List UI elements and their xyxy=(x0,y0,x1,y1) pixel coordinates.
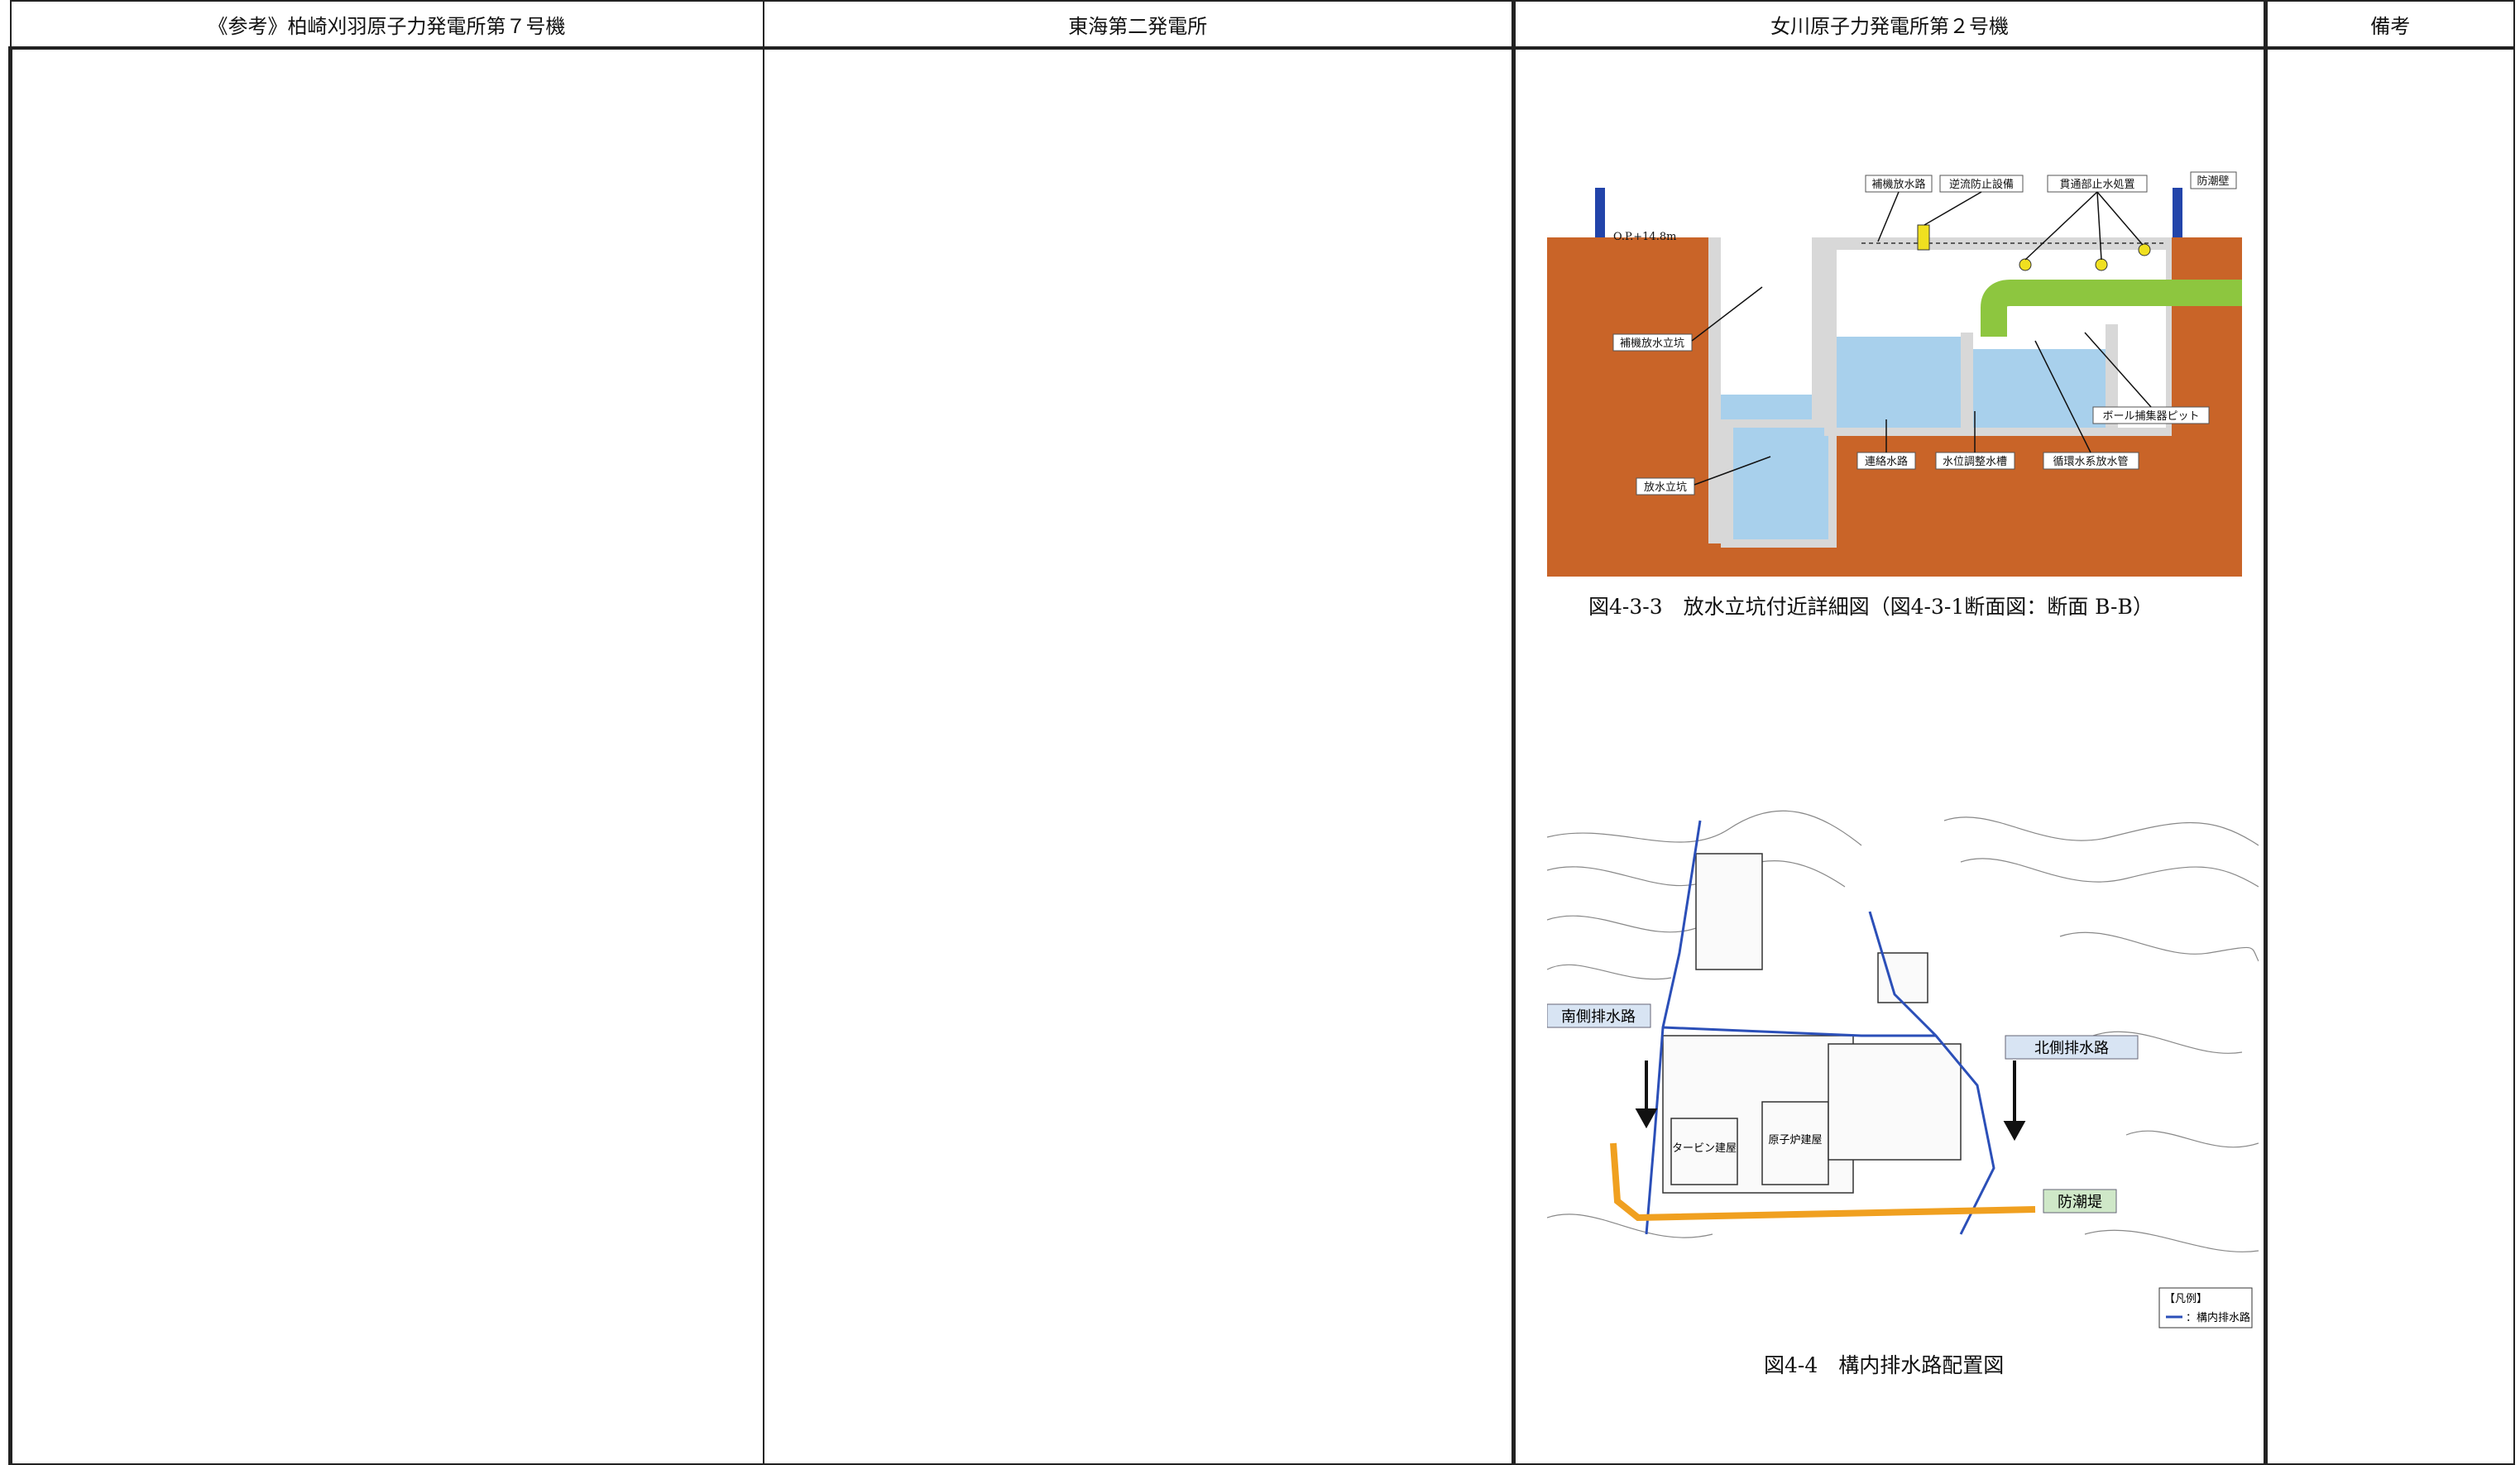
label-connect: 連絡水路 xyxy=(1865,455,1908,468)
outlet-shaft-section-figure: 補機放水路 逆流防止設備 貫通部止水処置 防潮壁 O.P.+14.8m 補機放水… xyxy=(1547,171,2242,577)
label-level-tank: 水位調整水槽 xyxy=(1943,456,2007,468)
legend-title: 【凡例】 xyxy=(2164,1293,2207,1305)
header-remarks: 備考 xyxy=(2264,0,2515,50)
level-tank-water xyxy=(1973,349,2106,428)
header-kashiwazaki: 《参考》柏崎刈羽原子力発電所第７号機 xyxy=(9,0,764,50)
seawall-post-right xyxy=(2173,188,2182,237)
label-aux-shaft: 補機放水立坑 xyxy=(1620,338,1684,350)
seal-2 xyxy=(2095,258,2108,271)
seawall-line xyxy=(1610,1142,2036,1222)
reactor-building xyxy=(1761,1101,1829,1185)
cell-tokai xyxy=(762,47,1516,1465)
comparison-table-frame: 《参考》柏崎刈羽原子力発電所第７号機 東海第二発電所 女川原子力発電所第２号機 … xyxy=(8,0,2515,1465)
label-circ-pipe: 循環水系放水管 xyxy=(2053,456,2128,468)
label-seawall: 防潮壁 xyxy=(2197,175,2229,188)
label-seawall-embankment: 防潮堤 xyxy=(2058,1194,2102,1211)
drain-east xyxy=(1868,911,1995,1235)
seawall-post-left xyxy=(1595,188,1605,237)
label-outlet-shaft: 放水立坑 xyxy=(1644,481,1687,494)
connecting-channel-water xyxy=(1837,337,1961,428)
cell-remarks xyxy=(2264,47,2515,1465)
header-onagawa: 女川原子力発電所第２号機 xyxy=(1512,0,2267,50)
legend-item: ：構内排水路 xyxy=(2186,1311,2250,1324)
label-north-drain: 北側排水路 xyxy=(2034,1040,2109,1057)
backflow-valve xyxy=(1917,224,1930,251)
header-tokai: 東海第二発電所 xyxy=(762,0,1516,50)
outlet-shaft-water xyxy=(1733,428,1828,539)
label-backflow: 逆流防止設備 xyxy=(1949,178,2014,191)
circulating-water-pipe xyxy=(1981,280,2242,337)
label-ball-pit: ボール捕集器ピット xyxy=(2102,409,2199,423)
label-reactor: 原子炉建屋 xyxy=(1768,1134,1822,1147)
cell-onagawa: 補機放水路 逆流防止設備 貫通部止水処置 防潮壁 O.P.+14.8m 補機放水… xyxy=(1512,47,2267,1465)
label-south-drain: 南側排水路 xyxy=(1561,1008,1636,1026)
label-aux-outlet: 補機放水路 xyxy=(1871,178,1925,191)
label-level: O.P.+14.8m xyxy=(1613,231,1676,243)
cell-kashiwazaki xyxy=(8,47,764,1465)
label-turbine: タービン建屋 xyxy=(1672,1142,1737,1155)
label-penetration: 貫通部止水処置 xyxy=(2059,179,2134,191)
figure1-caption: 図4-3-3 放水立坑付近詳細図（図4-3-1断面図：断面 B-B） xyxy=(1588,595,2153,619)
seal-3 xyxy=(2138,243,2151,256)
turbine-building xyxy=(1670,1118,1738,1185)
site-drainage-map-figure: 南側排水路 北側排水路 防潮堤 タービン建屋 原子炉建屋 【凡例】 ：構内排水路 xyxy=(1547,788,2259,1329)
comparison-table: 《参考》柏崎刈羽原子力発電所第７号機 東海第二発電所 女川原子力発電所第２号機 … xyxy=(8,0,2515,1465)
figure2-caption: 図4-4 構内排水路配置図 xyxy=(1764,1353,2005,1377)
seal-1 xyxy=(2019,258,2032,271)
